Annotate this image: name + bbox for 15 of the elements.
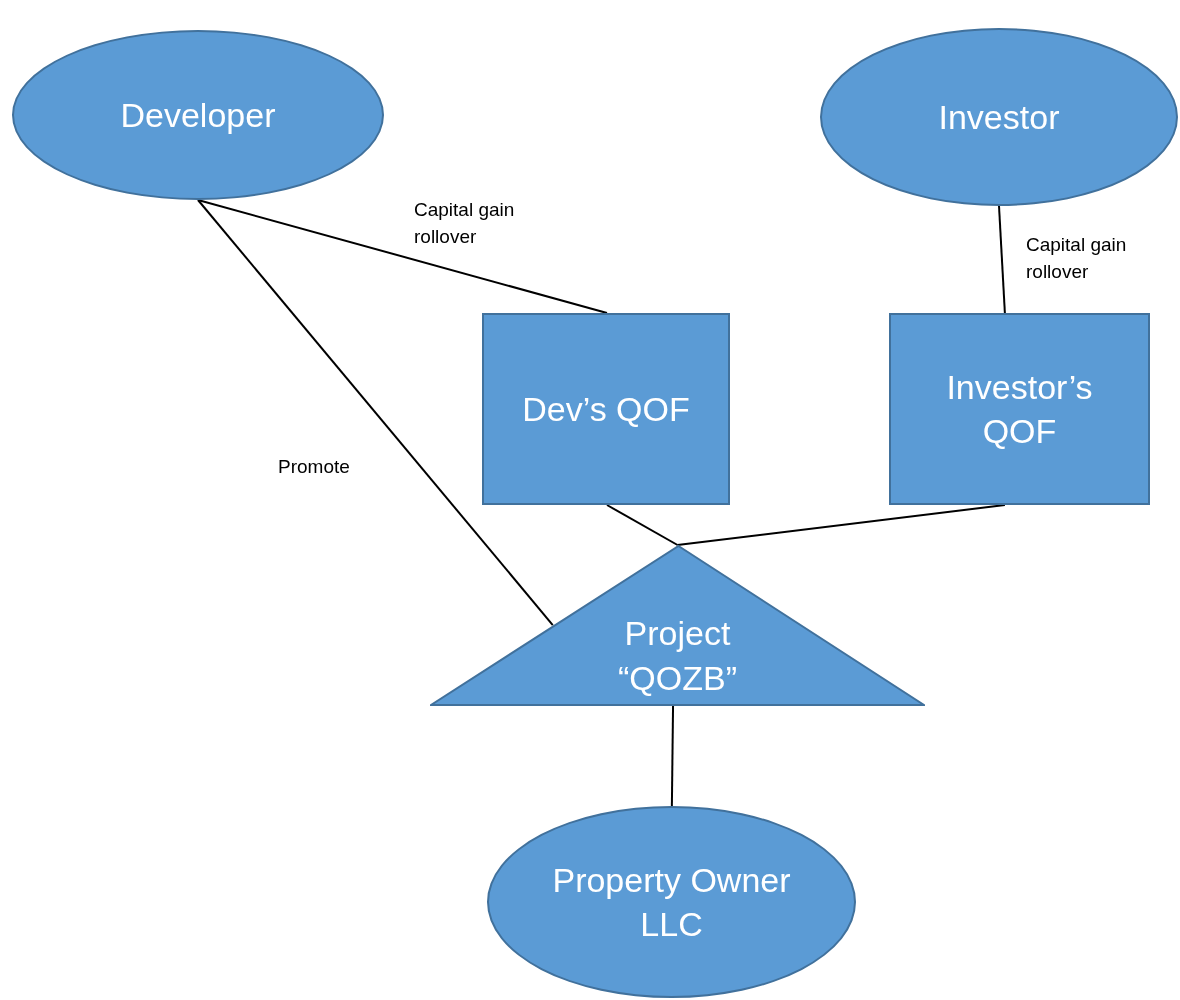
node-label: Project “QOZB” [617,613,738,699]
fund-box [482,313,730,505]
connector-line [606,504,679,546]
node-label: Property Owner LLC [551,859,792,945]
node-label: Investor’s QOF [945,366,1094,452]
connector-line [197,199,608,314]
node-label: Investor [937,96,1061,138]
node-label: Developer [119,94,277,136]
project-triangle [430,545,925,706]
fund-box [889,313,1150,505]
node-label: Dev’s QOF [521,388,691,430]
connector-line [197,199,554,626]
connector-line [998,205,1006,314]
connector-line [670,705,675,807]
connector-line [676,504,1006,546]
